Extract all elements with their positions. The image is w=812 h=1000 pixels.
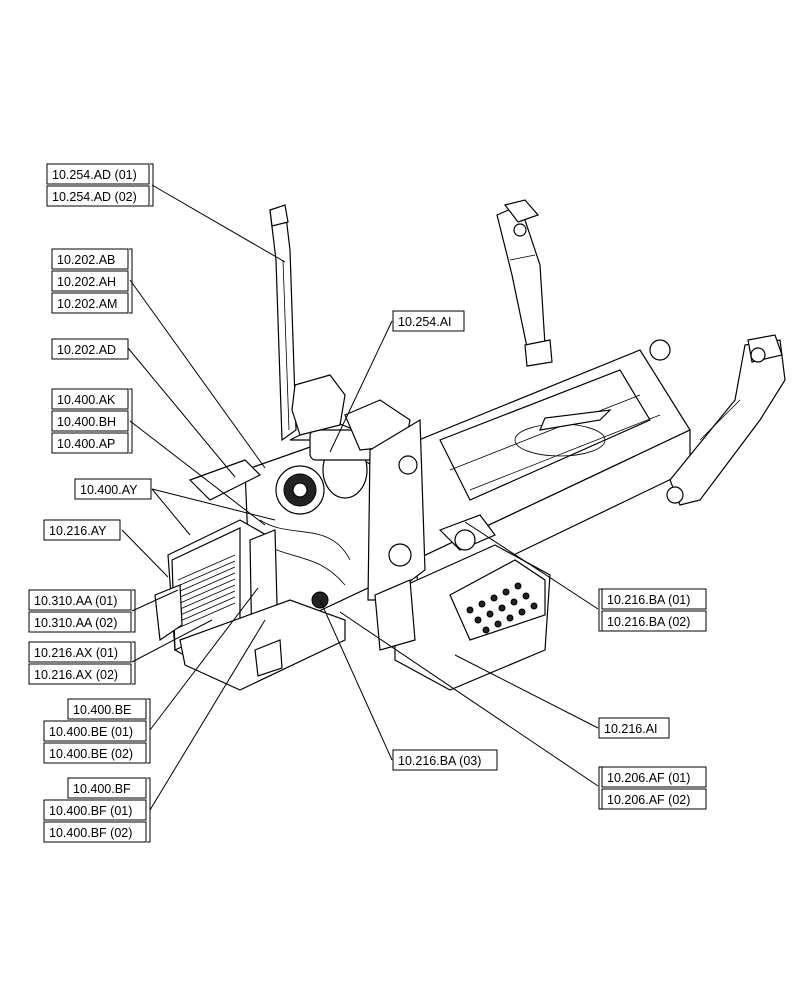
leader-lines	[121, 184, 599, 811]
callout-10-400-bf-02: 10.400.BF (02)	[49, 826, 132, 840]
callout-group-216-ba-03: 10.216.BA (03)	[392, 749, 498, 771]
callout-10-400-be-01: 10.400.BE (01)	[49, 725, 133, 739]
callout-10-216-ba-03: 10.216.BA (03)	[398, 754, 481, 768]
radiator-core	[177, 554, 236, 629]
frame-column	[367, 418, 426, 601]
callout-10-400-bf-01: 10.400.BF (01)	[49, 804, 132, 818]
callout-10-216-ay: 10.216.AY	[49, 524, 107, 538]
callout-10-202-am: 10.202.AM	[57, 297, 117, 311]
callout-group-202-ab: 10.202.AB 10.202.AH 10.202.AM	[51, 248, 133, 314]
callout-10-400-ay: 10.400.AY	[80, 483, 138, 497]
callout-group-202-ad: 10.202.AD	[51, 338, 129, 360]
callout-group-206-af: 10.206.AF (01) 10.206.AF (02)	[598, 766, 707, 810]
callout-group-400-ay: 10.400.AY	[74, 478, 152, 500]
callout-10-254-ai: 10.254.AI	[398, 315, 452, 329]
callout-group-216-ax: 10.216.AX (01) 10.216.AX (02)	[28, 641, 136, 685]
grille-holes	[466, 582, 538, 634]
exhaust-stack	[269, 204, 297, 442]
callout-group-400-bf: 10.400.BF 10.400.BF (01) 10.400.BF (02)	[43, 777, 151, 843]
callout-10-202-ab: 10.202.AB	[57, 253, 115, 267]
callout-group-216-ba: 10.216.BA (01) 10.216.BA (02)	[598, 588, 707, 632]
callout-10-216-ax-02: 10.216.AX (02)	[34, 668, 118, 682]
callout-group-254-ai: 10.254.AI	[392, 310, 465, 332]
callout-group-exhaust: 10.254.AD (01) 10.254.AD (02)	[46, 163, 154, 207]
callout-10-216-ba-01: 10.216.BA (01)	[607, 593, 690, 607]
callout-group-400-be: 10.400.BE 10.400.BE (01) 10.400.BE (02)	[43, 698, 151, 764]
callout-10-206-af-02: 10.206.AF (02)	[607, 793, 690, 807]
callout-10-254-ad-01: 10.254.AD (01)	[52, 168, 137, 182]
callout-10-254-ad-02: 10.254.AD (02)	[52, 190, 137, 204]
callout-labels: 10.254.AD (01) 10.254.AD (02) 10.202.AB …	[28, 163, 707, 843]
callout-10-400-ap: 10.400.AP	[57, 437, 115, 451]
callout-group-216-ai: 10.216.AI	[598, 717, 670, 739]
callout-10-202-ad: 10.202.AD	[57, 343, 116, 357]
callout-10-400-ak: 10.400.AK	[57, 393, 116, 407]
callout-10-400-bf: 10.400.BF	[73, 782, 131, 796]
callout-10-310-aa-01: 10.310.AA (01)	[34, 594, 117, 608]
chassis-frame	[344, 349, 691, 601]
callout-10-216-ba-02: 10.216.BA (02)	[607, 615, 690, 629]
engine-base	[179, 599, 346, 691]
tank-box	[374, 514, 551, 691]
callout-10-400-bh: 10.400.BH	[57, 415, 116, 429]
callout-10-206-af-01: 10.206.AF (01)	[607, 771, 690, 785]
machine-illustration	[154, 199, 786, 691]
callout-group-216-ay: 10.216.AY	[43, 519, 121, 541]
callout-group-400-ak: 10.400.AK 10.400.BH 10.400.AP	[51, 388, 133, 454]
callout-10-400-be-02: 10.400.BE (02)	[49, 747, 133, 761]
callout-10-310-aa-02: 10.310.AA (02)	[34, 616, 117, 630]
loader-arm-right	[649, 334, 786, 506]
callout-group-310-aa: 10.310.AA (01) 10.310.AA (02)	[28, 589, 136, 633]
callout-10-400-be: 10.400.BE	[73, 703, 131, 717]
loader-arm-left	[496, 199, 553, 367]
callout-10-216-ai: 10.216.AI	[604, 722, 658, 736]
callout-10-216-ax-01: 10.216.AX (01)	[34, 646, 118, 660]
callout-10-202-ah: 10.202.AH	[57, 275, 116, 289]
